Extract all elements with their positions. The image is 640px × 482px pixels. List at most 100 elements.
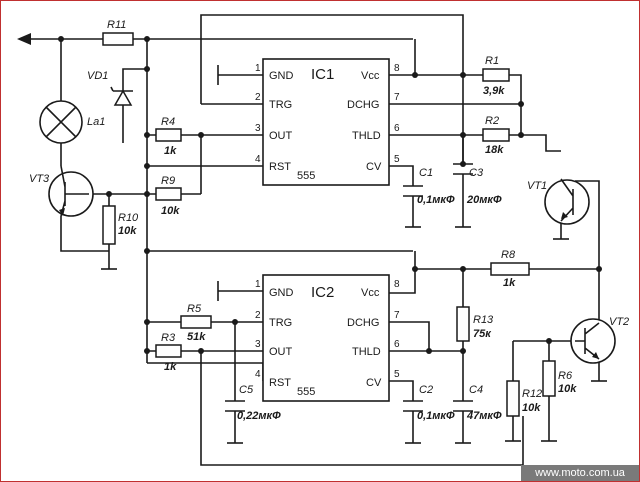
ic1-pin-dchg: DCHG xyxy=(347,99,379,111)
resistor-r2: R2 18k xyxy=(482,115,510,156)
svg-text:75к: 75к xyxy=(473,328,492,340)
svg-text:20мкФ: 20мкФ xyxy=(466,194,502,206)
ic1-pin-vcc: Vcc xyxy=(361,70,380,82)
svg-text:R6: R6 xyxy=(558,370,573,382)
svg-text:R10: R10 xyxy=(118,212,139,224)
capacitor-c4: C4 47мкФ xyxy=(453,384,502,422)
ic2-pinnum-5: 5 xyxy=(394,369,400,380)
svg-text:1k: 1k xyxy=(503,277,516,289)
svg-text:0,22мкФ: 0,22мкФ xyxy=(237,410,281,422)
ic2-name: IC2 xyxy=(311,284,334,301)
ic2-pin-gnd: GND xyxy=(269,287,294,299)
ic1-pinnum-2: 2 xyxy=(255,92,261,103)
ic2-pinnum-4: 4 xyxy=(255,369,261,380)
svg-text:VT1: VT1 xyxy=(527,180,547,192)
svg-text:0,1мкФ: 0,1мкФ xyxy=(417,410,455,422)
svg-text:R1: R1 xyxy=(485,55,499,67)
junctions xyxy=(58,36,602,354)
resistor-r4: R4 1k xyxy=(155,116,182,157)
transistor-vt1: VT1 xyxy=(527,178,590,225)
ic1-pinnum-3: 3 xyxy=(255,123,261,134)
ic2-pinnum-6: 6 xyxy=(394,339,400,350)
lamp-la1: La1 xyxy=(39,100,105,144)
ground-symbols xyxy=(101,226,607,444)
capacitor-c3: C3 20мкФ xyxy=(453,163,502,206)
ic1-pin-trg: TRG xyxy=(269,99,292,111)
ic2-pinnum-1: 1 xyxy=(255,279,261,290)
capacitor-c1: C1 0,1мкФ xyxy=(403,167,455,206)
svg-text:R4: R4 xyxy=(161,116,175,128)
svg-text:C4: C4 xyxy=(469,384,483,396)
output-arrow-icon xyxy=(17,33,31,45)
resistor-r13: R13 75к xyxy=(456,306,494,342)
ic1-type: 555 xyxy=(297,170,315,182)
ic1-pinnum-6: 6 xyxy=(394,123,400,134)
svg-text:VD1: VD1 xyxy=(87,70,108,82)
resistor-r9: R9 10k xyxy=(155,175,182,217)
svg-text:C3: C3 xyxy=(469,167,484,179)
svg-text:VT3: VT3 xyxy=(29,173,50,185)
watermark: www.moto.com.ua xyxy=(521,465,639,481)
ic2-pin-vcc: Vcc xyxy=(361,287,380,299)
resistor-r3: R3 1k xyxy=(155,332,182,373)
svg-text:1k: 1k xyxy=(164,361,177,373)
svg-text:47мкФ: 47мкФ xyxy=(466,410,502,422)
svg-text:La1: La1 xyxy=(87,116,105,128)
resistor-r8: R8 1k xyxy=(490,249,530,289)
ic2-pin-thld: THLD xyxy=(352,346,381,358)
svg-text:VT2: VT2 xyxy=(609,316,629,328)
svg-text:R2: R2 xyxy=(485,115,499,127)
svg-text:10k: 10k xyxy=(522,402,541,414)
resistor-r6: R6 10k xyxy=(542,360,577,397)
svg-text:R5: R5 xyxy=(187,303,202,315)
svg-text:3,9k: 3,9k xyxy=(483,85,505,97)
svg-text:10k: 10k xyxy=(118,225,137,237)
svg-text:18k: 18k xyxy=(485,144,504,156)
svg-text:10k: 10k xyxy=(161,205,180,217)
transistor-vt2: VT2 xyxy=(570,316,629,364)
ic1-pin-cv: CV xyxy=(366,161,382,173)
ic1-name: IC1 xyxy=(311,66,334,83)
svg-text:1k: 1k xyxy=(164,145,177,157)
ic2-pin-rst: RST xyxy=(269,377,291,389)
capacitor-c5: C5 0,22мкФ xyxy=(225,384,281,422)
resistor-r11: R11 xyxy=(102,19,134,46)
ic2-pin-dchg: DCHG xyxy=(347,317,379,329)
ic1-pin-out: OUT xyxy=(269,130,293,142)
ic2-pinnum-2: 2 xyxy=(255,310,261,321)
ic2-pinnum-8: 8 xyxy=(394,279,400,290)
ic2-type: 555 xyxy=(297,386,315,398)
ic1-pin-thld: THLD xyxy=(352,130,381,142)
svg-text:R13: R13 xyxy=(473,314,494,326)
svg-text:R9: R9 xyxy=(161,175,175,187)
svg-text:R11: R11 xyxy=(107,19,126,31)
ic1-pinnum-1: 1 xyxy=(255,63,261,74)
ic1-pin-rst: RST xyxy=(269,161,291,173)
resistor-r5: R5 51k xyxy=(180,303,212,343)
resistor-r1: R1 3,9k xyxy=(482,55,510,97)
svg-text:C5: C5 xyxy=(239,384,254,396)
ic1-chip: IC1 555 GND TRG OUT RST Vcc DCHG THLD CV… xyxy=(255,58,400,186)
capacitor-c2: C2 0,1мкФ xyxy=(403,384,455,422)
svg-text:C2: C2 xyxy=(419,384,433,396)
ic2-pin-out: OUT xyxy=(269,346,293,358)
ic1-pinnum-5: 5 xyxy=(394,154,400,165)
svg-text:R12: R12 xyxy=(522,388,542,400)
svg-text:51k: 51k xyxy=(187,331,206,343)
wires xyxy=(31,14,600,466)
zener-diode-vd1: VD1 xyxy=(87,70,133,106)
svg-text:R3: R3 xyxy=(161,332,176,344)
ic1-pinnum-4: 4 xyxy=(255,154,261,165)
ic2-pinnum-7: 7 xyxy=(394,310,400,321)
svg-text:C1: C1 xyxy=(419,167,433,179)
ic1-pinnum-7: 7 xyxy=(394,92,400,103)
svg-text:10k: 10k xyxy=(558,383,577,395)
ic2-pinnum-3: 3 xyxy=(255,339,261,350)
ic1-pinnum-8: 8 xyxy=(394,63,400,74)
resistor-r10: R10 10k xyxy=(102,205,139,245)
svg-text:R8: R8 xyxy=(501,249,516,261)
svg-text:0,1мкФ: 0,1мкФ xyxy=(417,194,455,206)
ic2-pin-trg: TRG xyxy=(269,317,292,329)
